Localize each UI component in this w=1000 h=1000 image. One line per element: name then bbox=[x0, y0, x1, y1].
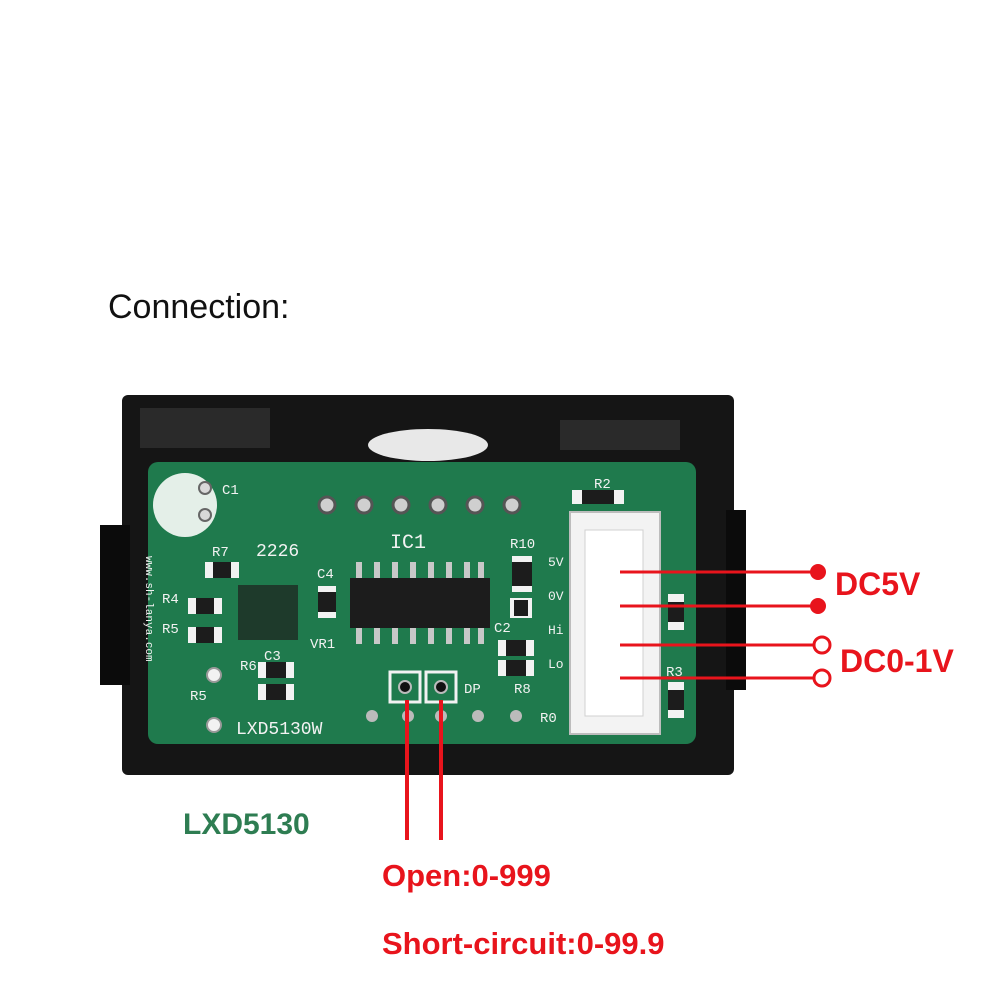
jumper-hole-left bbox=[398, 680, 412, 694]
silk-model: LXD5130W bbox=[236, 720, 323, 740]
silk-website: www.sh-lanya.com bbox=[142, 556, 154, 662]
silk-r8: R8 bbox=[514, 682, 531, 698]
silk-r5: R5 bbox=[162, 622, 179, 638]
silk-c4: C4 bbox=[317, 567, 334, 583]
top-header-pins bbox=[317, 495, 522, 515]
silk-pin-5v: 5V bbox=[548, 555, 564, 570]
connector-slot bbox=[584, 529, 644, 717]
silk-pin-0v: 0V bbox=[548, 589, 564, 604]
terminal-dot-0v bbox=[810, 598, 826, 614]
housing-sticker bbox=[368, 429, 488, 461]
ic1-leads bbox=[356, 562, 484, 644]
connection-heading: Connection: bbox=[108, 288, 290, 326]
jumper-hole-right bbox=[434, 680, 448, 694]
silk-r2: R2 bbox=[594, 477, 611, 493]
silk-vr1: VR1 bbox=[310, 637, 335, 653]
terminal-ring-lo bbox=[812, 668, 832, 688]
dc0-1v-label: DC0-1V bbox=[840, 643, 954, 679]
ic1-chip bbox=[350, 578, 490, 628]
silk-dp: DP bbox=[464, 682, 481, 698]
dc5v-label: DC5V bbox=[835, 566, 921, 602]
mounting-hole bbox=[206, 717, 222, 733]
silk-r6: R6 bbox=[240, 659, 257, 675]
terminal-ring-hi bbox=[812, 635, 832, 655]
silk-pin-hi: Hi bbox=[548, 623, 564, 638]
silk-pin-lo: Lo bbox=[548, 657, 564, 672]
housing-side-clip-left bbox=[100, 525, 130, 685]
silk-r5-lower: R5 bbox=[190, 689, 207, 705]
silk-ic1: IC1 bbox=[390, 532, 426, 555]
silk-r10: R10 bbox=[510, 537, 535, 553]
model-label: LXD5130 bbox=[183, 808, 310, 841]
terminal-dot-5v bbox=[810, 564, 826, 580]
c1-pad bbox=[198, 508, 212, 522]
smd-components bbox=[188, 490, 684, 718]
housing-side-clip-right bbox=[726, 510, 746, 690]
jumper-short-label: Short-circuit:0-99.9 bbox=[382, 926, 665, 961]
housing-tab bbox=[560, 420, 680, 450]
silk-c1: C1 bbox=[222, 483, 239, 499]
housing-tab bbox=[140, 408, 270, 448]
silk-date-code: 2226 bbox=[256, 542, 299, 562]
silk-r7: R7 bbox=[212, 545, 229, 561]
silk-c2: C2 bbox=[494, 621, 511, 637]
mounting-hole bbox=[206, 667, 222, 683]
silk-c3: C3 bbox=[264, 649, 281, 665]
silk-r0: R0 bbox=[540, 711, 557, 727]
c1-pad bbox=[198, 481, 212, 495]
silk-r4: R4 bbox=[162, 592, 179, 608]
jumper-open-label: Open:0-999 bbox=[382, 858, 551, 893]
silk-r3: R3 bbox=[666, 665, 683, 681]
